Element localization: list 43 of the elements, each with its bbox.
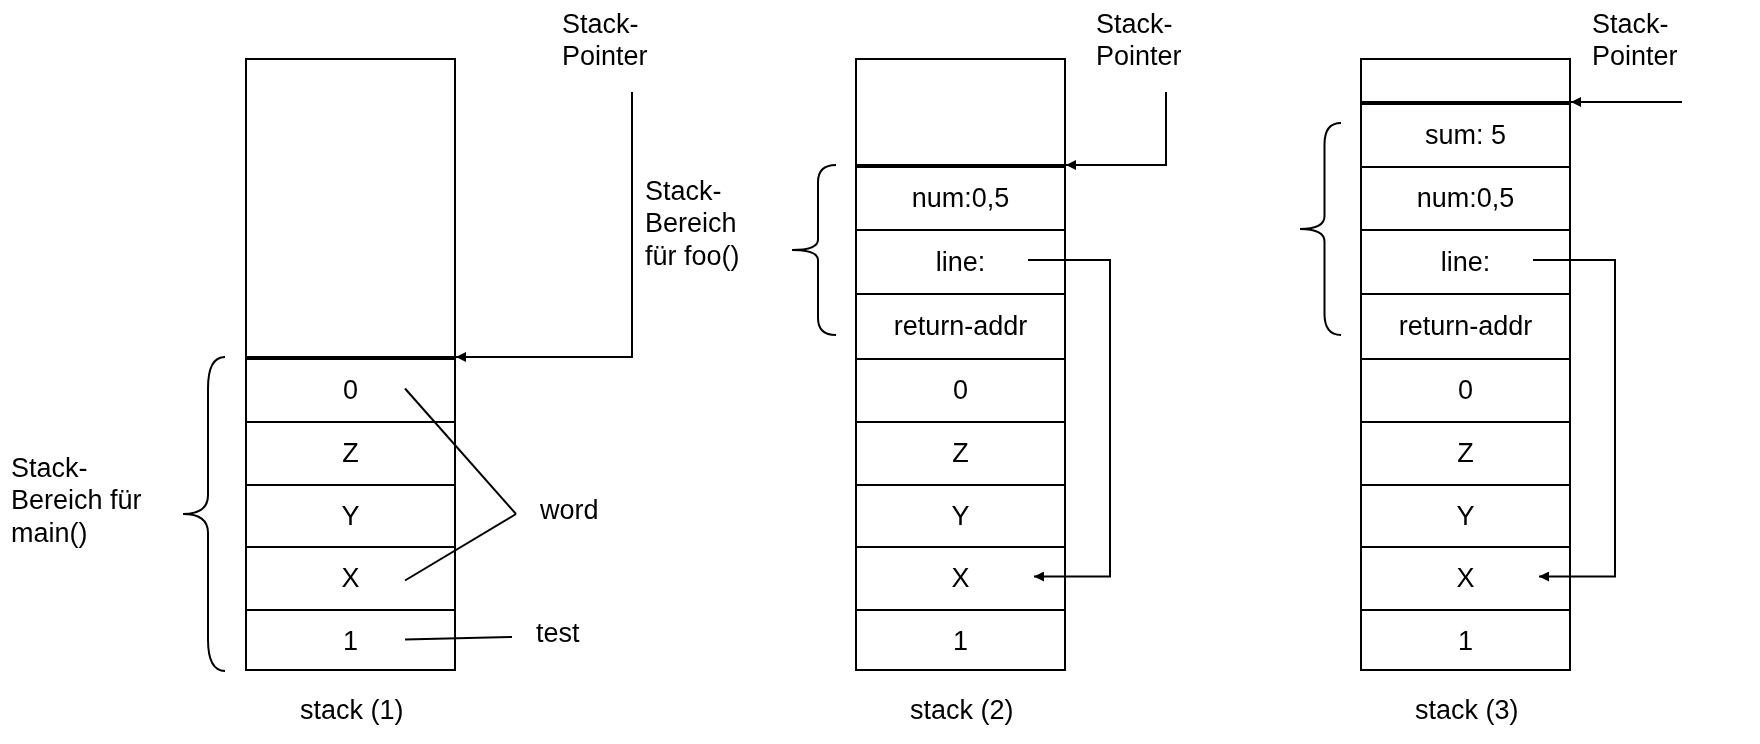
arrow xyxy=(1065,91,1167,170)
arrow xyxy=(1570,97,1683,107)
stack-cell: 0 xyxy=(857,358,1064,421)
stack-cell: Y xyxy=(857,484,1064,546)
stack-cell: 0 xyxy=(1362,358,1569,421)
stack-cell: return-addr xyxy=(1362,293,1569,358)
stack-column xyxy=(245,58,456,671)
stack-cell: 1 xyxy=(247,609,454,672)
stack-column xyxy=(855,58,1066,671)
stack-cell: X xyxy=(247,546,454,609)
region-label: Stack- Bereich für main() xyxy=(11,452,143,550)
stack-cell: return-addr xyxy=(857,293,1064,358)
leader-line xyxy=(404,636,513,641)
stack-cell: line: xyxy=(857,229,1064,293)
leader-line xyxy=(404,387,517,515)
stack-cell: Z xyxy=(1362,421,1569,484)
pointer-label: Stack- Pointer xyxy=(1096,8,1216,73)
stack-cell: 0 xyxy=(247,358,454,421)
region-label: Stack- Bereich für foo() xyxy=(645,175,741,273)
stack-cell: num:0,5 xyxy=(857,166,1064,229)
stack-cell: 1 xyxy=(857,609,1064,672)
stack-cell: Z xyxy=(247,421,454,484)
stack-cell: X xyxy=(857,546,1064,609)
arrow xyxy=(1532,259,1616,582)
stack-cell: num:0,5 xyxy=(1362,166,1569,229)
pointer-label: Stack- Pointer xyxy=(1592,8,1712,73)
pointer-label: word xyxy=(540,494,630,527)
stack-cell: line: xyxy=(1362,229,1569,293)
pointer-label: test xyxy=(536,617,616,650)
leader-line xyxy=(404,513,517,582)
stack-cell: Y xyxy=(247,484,454,546)
pointer-label: Stack- Pointer xyxy=(562,8,682,73)
stack-caption: stack (3) xyxy=(1415,694,1519,727)
stack-cell: sum: 5 xyxy=(1362,103,1569,166)
stack-cell: 1 xyxy=(1362,609,1569,672)
stack-caption: stack (2) xyxy=(910,694,1014,727)
arrow xyxy=(1027,259,1111,582)
arrow xyxy=(455,91,633,362)
stack-cell: Z xyxy=(857,421,1064,484)
stack-cell: Y xyxy=(1362,484,1569,546)
stack-caption: stack (1) xyxy=(300,694,404,727)
stack-cell: X xyxy=(1362,546,1569,609)
stack-column xyxy=(1360,58,1571,671)
